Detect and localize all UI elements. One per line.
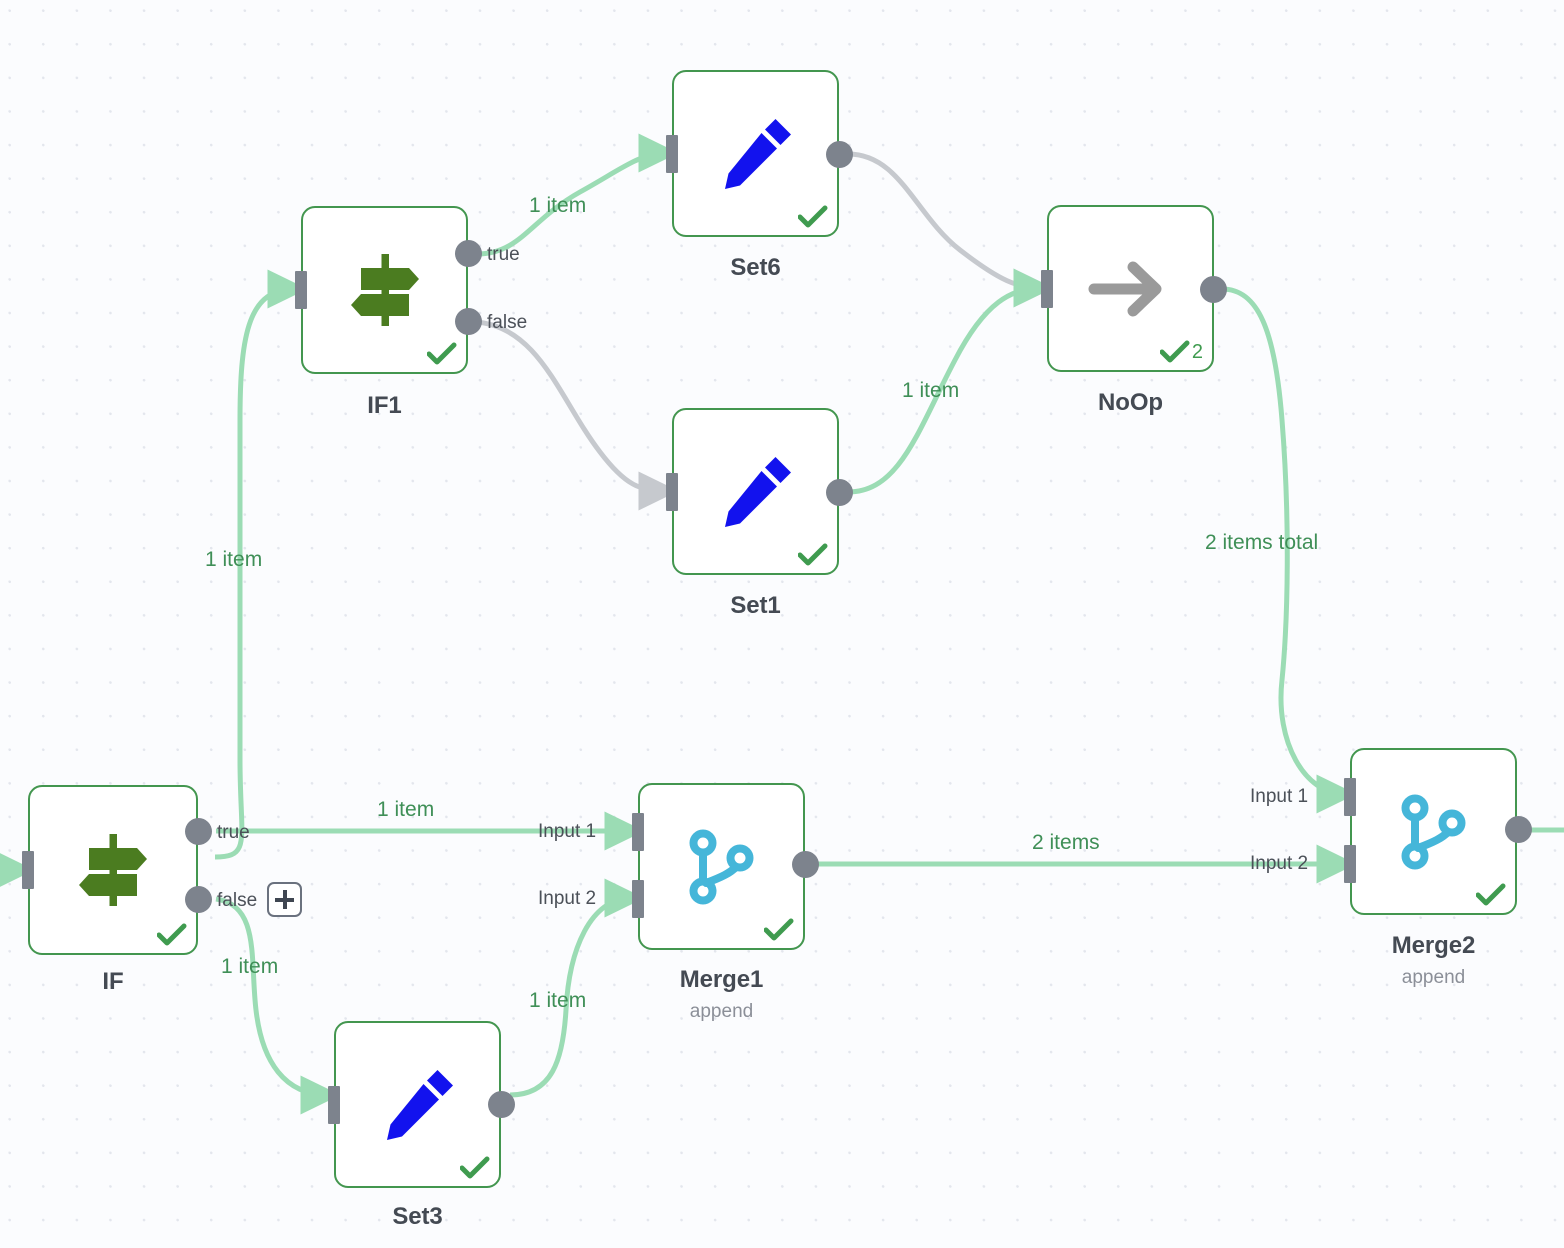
node-if1-output-false[interactable]: [455, 308, 482, 335]
node-merge2-input-1-label: Input 1: [1250, 786, 1309, 807]
node-merge2-output-port[interactable]: [1505, 816, 1532, 843]
node-set1[interactable]: [672, 408, 839, 575]
status-check-icon: [427, 342, 457, 366]
edge-label-set1-to-noop: 1 item: [902, 379, 960, 402]
edge-label-noop-to-merge2: 2 items total: [1205, 531, 1319, 554]
merge-icon: [689, 829, 753, 904]
node-merge1-input-1-port[interactable]: [632, 813, 644, 851]
node-noop-caption: NoOp: [1098, 389, 1163, 416]
edge-label-set3-to-merge1: 1 item: [529, 989, 587, 1012]
node-merge1-input-2-label: Input 2: [538, 888, 597, 909]
node-set3-output-port[interactable]: [488, 1091, 515, 1118]
signpost-icon: [79, 834, 147, 906]
status-check-icon: [460, 1156, 490, 1180]
node-if1-output-false-label: false: [487, 312, 528, 333]
node-merge1[interactable]: [638, 783, 805, 950]
node-merge2-input-1-port[interactable]: [1344, 778, 1356, 816]
node-merge1-output-port[interactable]: [792, 851, 819, 878]
pencil-icon: [386, 1069, 453, 1140]
pencil-icon: [724, 456, 791, 527]
node-if-output-true[interactable]: [185, 818, 212, 845]
node-merge1-input-1-label: Input 1: [538, 821, 597, 842]
edge-label-if-false-to-set3: 1 item: [221, 955, 279, 978]
edge-label-if-true-to-merge1: 1 item: [377, 798, 435, 821]
edge-label-if-to-if1: 1 item: [205, 548, 263, 571]
arrow-right-icon: [1088, 261, 1161, 316]
node-if1[interactable]: [301, 206, 468, 374]
node-noop-input-port[interactable]: [1041, 270, 1053, 308]
node-set1-output-port[interactable]: [826, 479, 853, 506]
edge-label-if1-true-to-set6: 1 item: [529, 194, 587, 217]
node-set6-output-port[interactable]: [826, 141, 853, 168]
node-set6-input-port[interactable]: [666, 135, 678, 173]
status-check-icon: [764, 918, 794, 942]
edge-if1-false-to-set1: [476, 319, 679, 511]
edge-label-merge1-to-merge2: 2 items: [1032, 831, 1100, 854]
status-check-icon: [1476, 883, 1506, 907]
node-if-output-false[interactable]: [185, 886, 212, 913]
node-if-output-true-label: true: [217, 822, 250, 843]
status-check-icon: [798, 543, 828, 567]
status-check-icon: [157, 923, 187, 947]
node-merge2-input-2-port[interactable]: [1344, 845, 1356, 883]
node-merge1-input-2-port[interactable]: [632, 880, 644, 918]
edge-if-true-to-if1: [214, 269, 308, 860]
node-set1-caption: Set1: [730, 592, 781, 619]
node-merge1-caption: Merge1: [679, 966, 764, 993]
node-noop-output-port[interactable]: [1200, 276, 1227, 303]
node-set3-input-port[interactable]: [328, 1086, 340, 1124]
node-if1-input-port[interactable]: [295, 271, 307, 309]
add-node-button[interactable]: [267, 882, 302, 917]
node-merge2-input-2-label: Input 2: [1250, 853, 1309, 874]
node-if-input-port[interactable]: [22, 851, 34, 889]
edge-if-false-to-set3: [215, 896, 341, 1115]
plus-icon: [275, 890, 294, 909]
node-if1-output-true[interactable]: [455, 240, 482, 267]
node-set6[interactable]: [672, 70, 839, 237]
node-set3[interactable]: [334, 1021, 501, 1188]
node-set6-caption: Set6: [730, 254, 781, 281]
node-merge2-subcaption: append: [1401, 967, 1466, 988]
node-if-output-false-label: false: [217, 890, 258, 911]
node-if-caption: IF: [102, 968, 124, 995]
node-merge1-subcaption: append: [689, 1001, 754, 1022]
node-if[interactable]: [28, 785, 198, 955]
node-noop[interactable]: 2: [1047, 205, 1214, 372]
signpost-icon: [350, 254, 419, 326]
status-check-icon: 2: [1159, 340, 1203, 364]
pencil-icon: [724, 118, 791, 189]
node-merge2-caption: Merge2: [1391, 932, 1476, 959]
edge-set6-to-noop: [847, 151, 1054, 308]
node-noop-run-count: 2: [1191, 341, 1203, 363]
status-check-icon: [798, 205, 828, 229]
node-set1-input-port[interactable]: [666, 473, 678, 511]
node-if1-caption: IF1: [367, 392, 402, 419]
node-set3-caption: Set3: [392, 1203, 443, 1230]
node-if1-output-true-label: true: [487, 244, 520, 265]
merge-icon: [1401, 794, 1465, 869]
node-merge2[interactable]: [1350, 748, 1517, 915]
